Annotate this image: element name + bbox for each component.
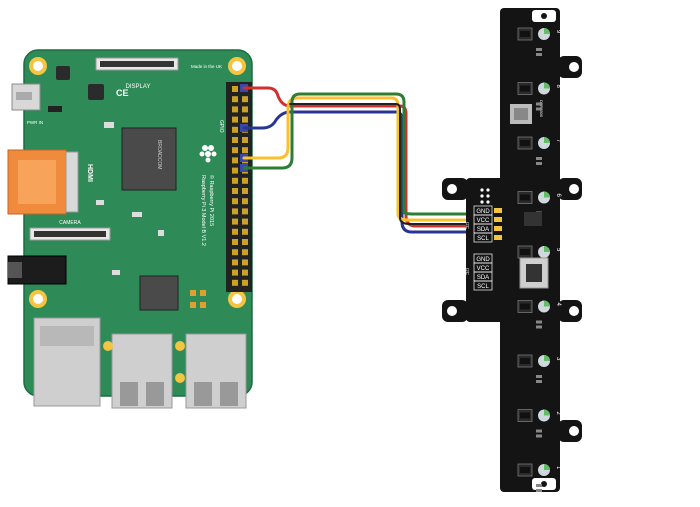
channel-number: 8 — [555, 85, 561, 89]
gpio-pin — [242, 177, 248, 184]
connector-pins — [494, 208, 502, 240]
gpio-pin — [232, 198, 238, 205]
gpio-pin — [242, 249, 248, 256]
gpio-pin — [242, 218, 248, 225]
channel-number: 7 — [555, 139, 561, 143]
gpio-pin — [232, 228, 238, 235]
i2c-header-2: GND VCC SDA SCL I2C — [465, 253, 493, 291]
gpio-pin — [242, 228, 248, 235]
sensor-channel: 7 — [517, 136, 561, 165]
channel-number: 1 — [555, 466, 561, 470]
gpio-pin — [232, 269, 238, 276]
soc-chip — [121, 127, 177, 191]
gpio-pin — [232, 157, 238, 164]
gpio-pin — [232, 279, 238, 286]
gpio-pin — [232, 96, 238, 103]
sensor-channel: 3 — [517, 354, 561, 383]
channel-number: 9 — [555, 30, 561, 34]
sensor-channel: 8 — [517, 82, 561, 111]
gpio-pin — [232, 218, 238, 225]
gpio-pin — [232, 137, 238, 143]
hdmi-label: HDMI — [86, 164, 93, 182]
gpio-pin — [242, 96, 248, 103]
i2c-label-1: I2C — [465, 222, 470, 230]
bus1-pin-gnd: GND — [476, 209, 490, 215]
gpio-pin — [232, 116, 238, 123]
gpio-pin — [232, 249, 238, 256]
raspberry-pi-board: DISPLAY Made in the UK PWR IN CE HDMI CA… — [7, 49, 253, 409]
bus1-pin-scl: SCL — [477, 236, 489, 242]
sensor-channel: 1 — [517, 463, 561, 492]
i2c-header-1: GND VCC SDA SCL I2C — [465, 205, 493, 244]
gpio-pin — [242, 279, 248, 286]
bus1-pin-sda: SDA — [477, 227, 489, 233]
wires — [242, 86, 472, 234]
gpio-pin — [242, 208, 248, 215]
wire-green — [242, 92, 472, 216]
gpio-pin — [242, 147, 248, 154]
gpio-pin — [232, 239, 238, 245]
bus1-pin-vcc: VCC — [477, 218, 490, 224]
gpio-pin — [242, 239, 248, 245]
channel-number: 5 — [555, 248, 561, 252]
gpio-pin — [242, 259, 248, 266]
channel-number: 2 — [555, 412, 561, 416]
sensor-channel: 2 — [517, 409, 561, 438]
bus2-pin-gnd: GND — [476, 257, 490, 263]
pwr-label: PWR IN — [27, 120, 43, 125]
display-label: DISPLAY — [126, 84, 151, 90]
gpio-pin — [232, 167, 238, 174]
gpio-pin — [242, 198, 248, 205]
gpio-pin — [242, 269, 248, 276]
camera-label: CAMERA — [59, 220, 81, 226]
gpio-pin — [232, 126, 238, 133]
made-in-label: Made in the UK — [191, 64, 222, 69]
sensor-channel: 4 — [517, 300, 561, 329]
gpio-pin — [232, 259, 238, 266]
gpio-pin — [242, 106, 248, 113]
gpio-pin — [242, 116, 248, 123]
board-model-label: Raspberry Pi 3 Model B V1.2 — [200, 175, 206, 246]
ce-mark: CE — [116, 88, 129, 98]
gpio-pin — [232, 86, 238, 92]
bus2-pin-scl: SCL — [477, 284, 489, 290]
i2c-label-2: I2C — [465, 268, 470, 276]
gpio-pin — [232, 147, 238, 154]
lan-chip — [139, 275, 179, 311]
channel-number: 3 — [555, 357, 561, 361]
sensor-channel: 9 — [517, 27, 561, 56]
bus2-pin-sda: SDA — [477, 275, 489, 281]
channel-number: 4 — [555, 303, 561, 307]
gpio-pin — [242, 137, 248, 143]
board-copyright-label: © Raspberry Pi 2015 — [208, 175, 215, 226]
gpio-label: GPIO — [218, 120, 224, 133]
wire-black — [289, 103, 471, 225]
gpio-header — [226, 82, 252, 292]
gpio-pin — [232, 177, 238, 184]
bus2-pin-vcc: VCC — [477, 266, 490, 272]
raspberry-logo-icon — [199, 145, 217, 163]
soc-brand: BROADCOM — [156, 140, 162, 169]
gpio-pin — [232, 188, 238, 194]
channel-number: 6 — [555, 194, 561, 198]
connector-panel — [466, 178, 506, 322]
gpio-pin — [232, 106, 238, 113]
gpio-pin — [232, 208, 238, 215]
gpio-pin — [242, 188, 248, 194]
wire-blue — [242, 110, 472, 234]
